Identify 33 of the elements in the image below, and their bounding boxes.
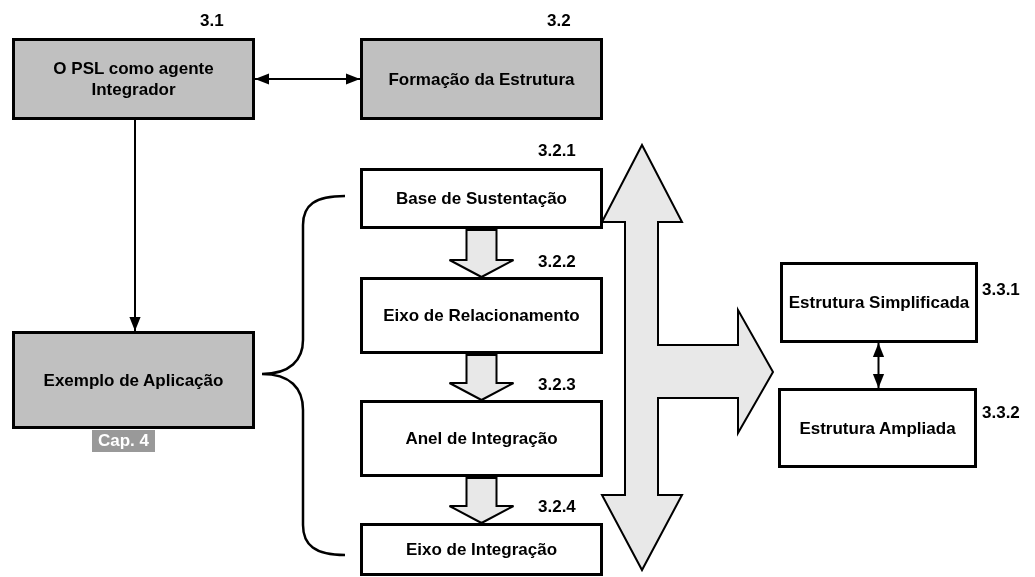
block-arrow — [448, 354, 515, 402]
box-label: O PSL como agente Integrador — [52, 58, 215, 100]
section-number: 3.2.1 — [538, 141, 576, 161]
box-label: Formação da Estrutura — [387, 68, 576, 90]
arrow — [254, 73, 361, 85]
box-label: Eixo de Relacionamento — [382, 305, 581, 326]
process-box — [12, 38, 255, 120]
box-label: Anel de Integração — [404, 428, 559, 449]
section-number: 3.3.2 — [982, 403, 1020, 423]
box-label: Exemplo de Aplicação — [42, 369, 225, 391]
box-label: Base de Sustentação — [395, 188, 568, 209]
process-box — [778, 388, 977, 468]
process-box — [360, 38, 603, 120]
process-box — [360, 523, 603, 576]
section-number: 3.3.1 — [982, 280, 1020, 300]
section-number: 3.2 — [547, 11, 571, 31]
chapter-tag: Cap. 4 — [92, 430, 156, 452]
block-arrow — [448, 229, 515, 279]
process-box — [360, 277, 603, 354]
box-label: Estrutura Simplificada — [787, 292, 971, 313]
section-number: 3.2.4 — [538, 497, 576, 517]
box-label: Estrutura Ampliada — [798, 417, 957, 439]
section-number: 3.2.3 — [538, 375, 576, 395]
arrow — [872, 342, 885, 389]
arrow — [129, 119, 141, 332]
process-box — [360, 400, 603, 477]
block-arrow — [448, 477, 515, 525]
section-number: 3.1 — [200, 11, 224, 31]
process-box — [780, 262, 978, 343]
section-number: 3.2.2 — [538, 252, 576, 272]
box-label: Eixo de Integração — [404, 539, 559, 560]
process-box — [360, 168, 603, 229]
process-box — [12, 331, 255, 429]
